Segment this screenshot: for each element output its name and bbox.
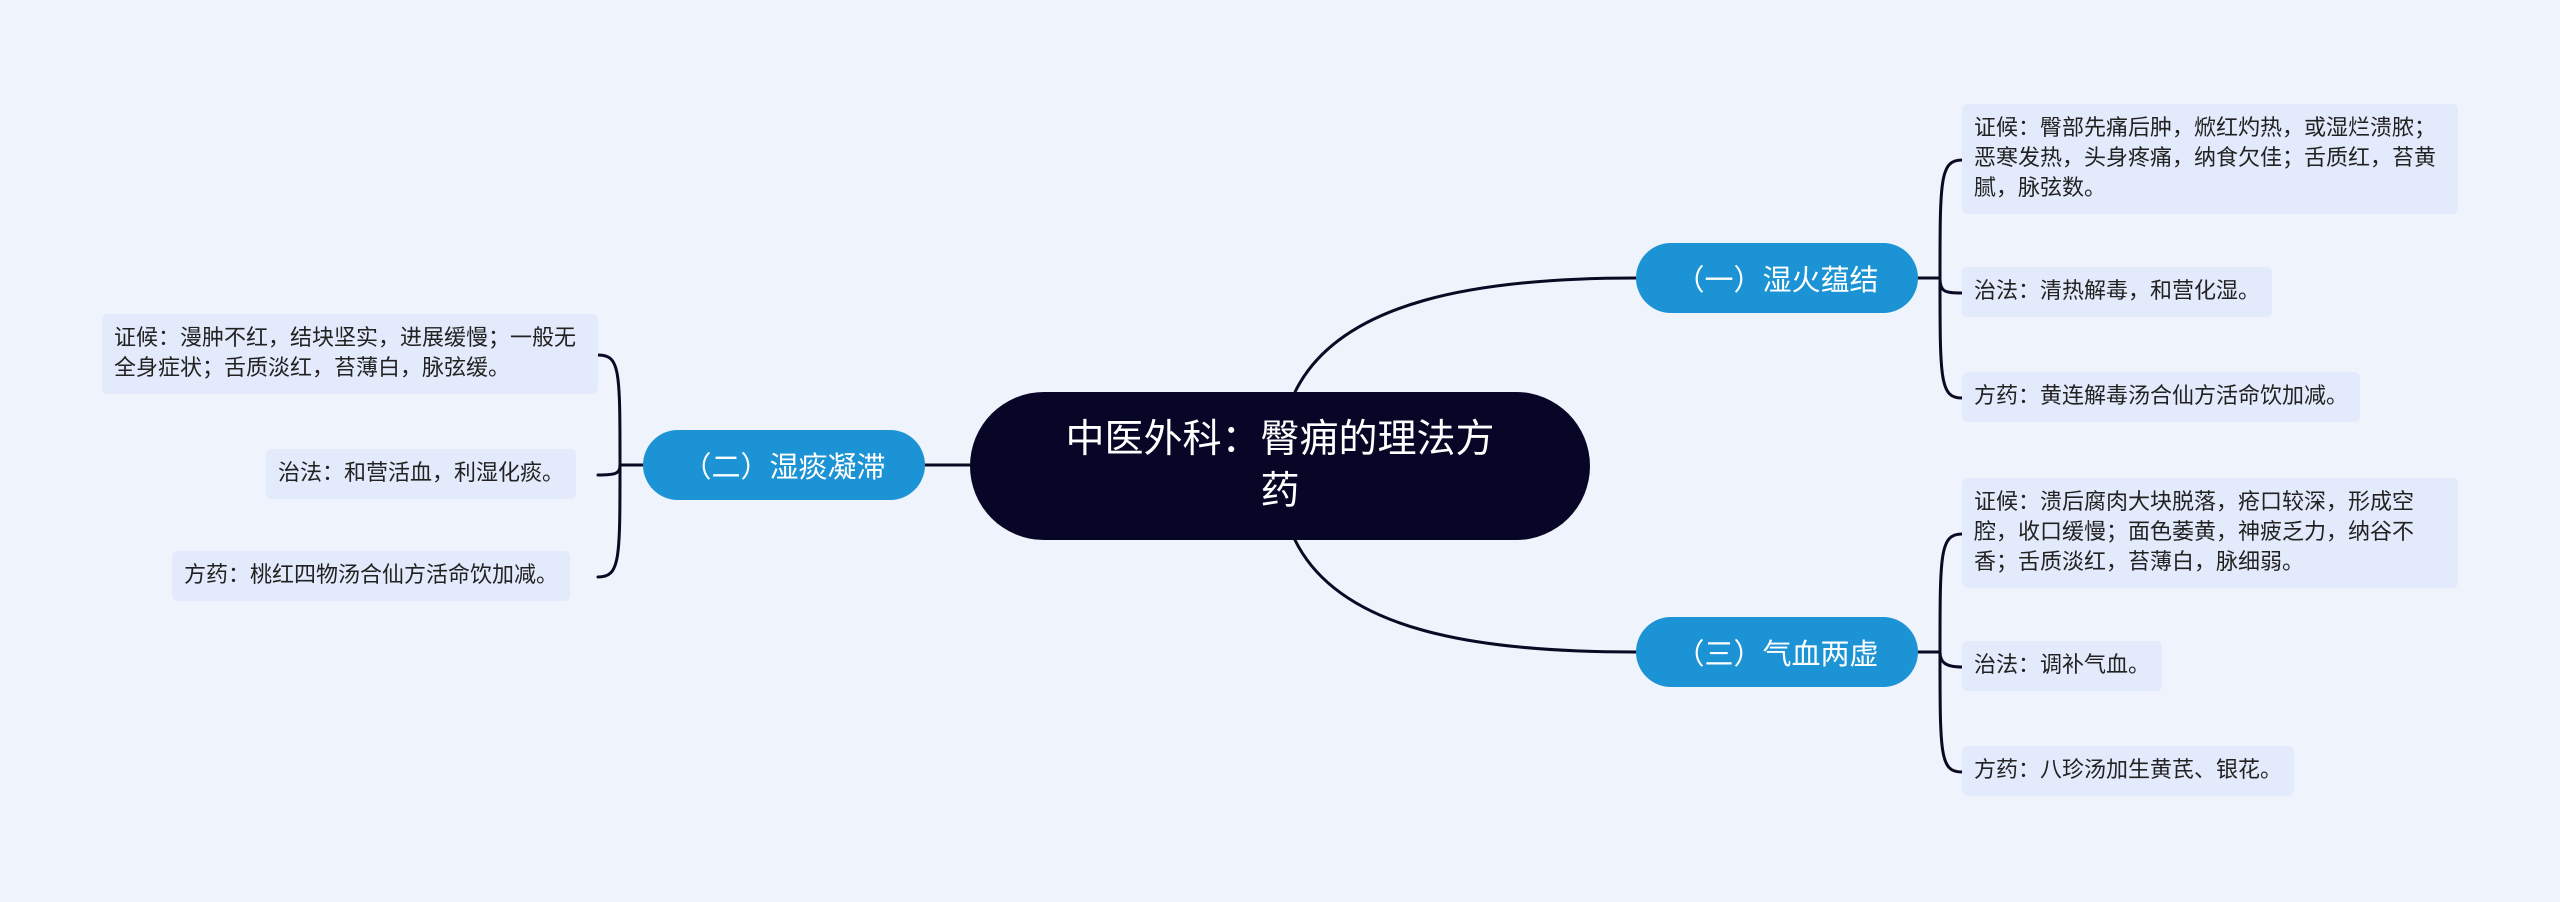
leaf-topic[interactable]: 治法：调补气血。 [1962,641,2163,691]
leaf-topic[interactable]: 证候：溃后腐肉大块脱落，疮口较深，形成空腔，收口缓慢；面色萎黄，神疲乏力，纳谷不… [1962,478,2458,588]
leaf-topic[interactable]: 方药：八珍汤加生黄芪、银花。 [1962,746,2295,796]
leaf-text: 方药：黄连解毒汤合仙方活命饮加减。 [1974,384,2349,409]
leaf-text: 证候：漫肿不红，结块坚实，进展缓慢；一般无全身症状；舌质淡红，苔薄白，脉弦缓。 [114,326,577,381]
link-branch-1-leaf-3 [1938,276,1964,400]
leaf-text: 方药：八珍汤加生黄芪、银花。 [1974,758,2283,783]
leaf-topic[interactable]: 方药：黄连解毒汤合仙方活命饮加减。 [1962,372,2361,422]
root-topic[interactable]: 中医外科：臀痈的理法方药 [970,392,1590,540]
leaf-text: 治法：和营活血，利湿化痰。 [278,461,565,486]
branch-topic-2[interactable]: （二）湿痰凝滞 [643,430,925,500]
leaf-topic[interactable]: 治法：和营活血，利湿化痰。 [266,449,577,499]
link-branch-1-leaf-1 [1938,158,1964,280]
link-branch-3-leaf-2 [1938,650,1964,669]
leaf-text: 方药：桃红四物汤合仙方活命饮加减。 [184,563,559,588]
link-branch-3-leaf-3 [1938,650,1964,774]
branch-label: （一）湿火蕴结 [1675,263,1879,297]
leaf-topic[interactable]: 治法：清热解毒，和营化湿。 [1962,267,2273,317]
link-branch-2-leaf-2 [596,463,622,477]
leaf-text: 治法：调补气血。 [1974,653,2151,678]
branch-label: （三）气血两虚 [1675,637,1879,671]
leaf-topic[interactable]: 证候：臀部先痛后肿，焮红灼热，或湿烂溃脓；恶寒发热，头身疼痛，纳食欠佳；舌质红，… [1962,104,2458,214]
branch-topic-3[interactable]: （三）气血两虚 [1636,617,1918,687]
link-branch-2-leaf-1 [596,353,622,467]
branch-topic-1[interactable]: （一）湿火蕴结 [1636,243,1918,313]
link-root-branch-1 [1293,276,1638,394]
link-branch-1-leaf-2 [1938,276,1964,295]
link-root-branch-3 [1293,538,1638,654]
leaf-text: 治法：清热解毒，和营化湿。 [1974,279,2261,304]
link-branch-2-leaf-3 [596,463,622,579]
leaf-topic[interactable]: 证候：漫肿不红，结块坚实，进展缓慢；一般无全身症状；舌质淡红，苔薄白，脉弦缓。 [102,314,598,394]
leaf-topic[interactable]: 方药：桃红四物汤合仙方活命饮加减。 [172,551,571,601]
leaf-text: 证候：溃后腐肉大块脱落，疮口较深，形成空腔，收口缓慢；面色萎黄，神疲乏力，纳谷不… [1974,490,2415,575]
leaf-text: 证候：臀部先痛后肿，焮红灼热，或湿烂溃脓；恶寒发热，头身疼痛，纳食欠佳；舌质红，… [1974,116,2437,201]
branch-label: （二）湿痰凝滞 [682,450,886,484]
root-title: 中医外科：臀痈的理法方药 [1065,417,1495,514]
link-branch-3-leaf-1 [1938,532,1964,654]
